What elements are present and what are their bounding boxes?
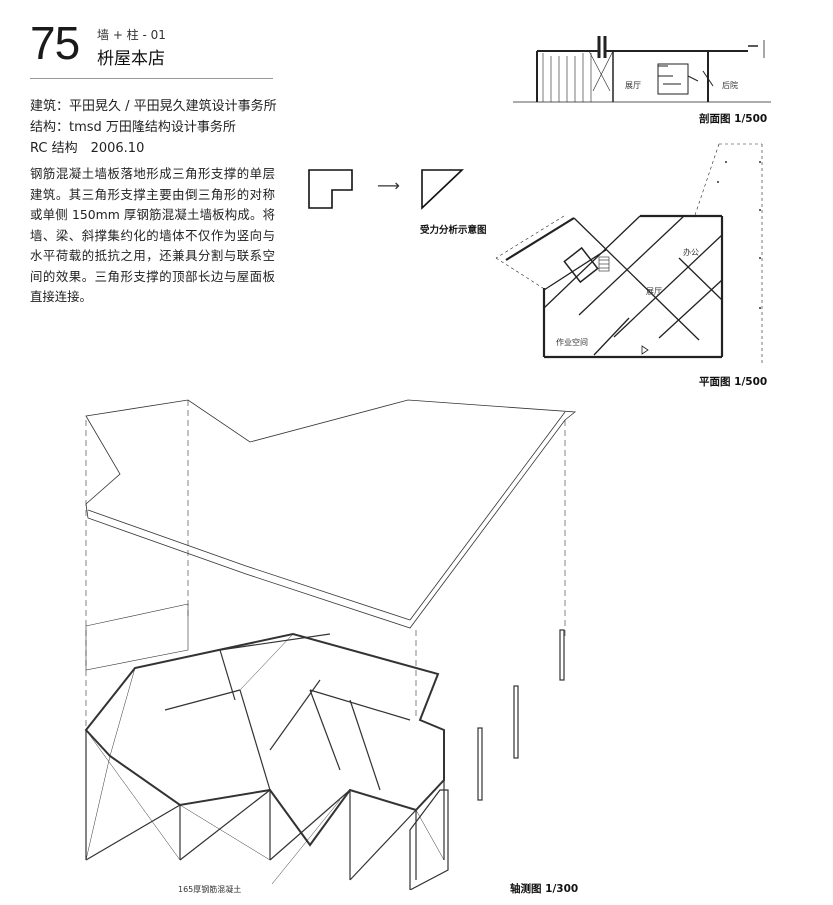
diagram-caption: 受力分析示意图	[420, 225, 487, 236]
diagram-arrow-icon: ⟶	[377, 176, 400, 195]
credit-architect: 建筑：平田晃久 / 平田晃久建筑设计事务所	[30, 99, 277, 114]
page-number: 75	[30, 17, 80, 69]
plan-label-work: 作业空间	[556, 338, 588, 347]
section-drawing	[513, 36, 773, 106]
project-title: 枡屋本店	[97, 49, 165, 69]
axon-callout-label: 165厚钢筋混凝土	[178, 885, 242, 894]
plan-caption: 平面图 1/500	[699, 376, 768, 388]
header-divider	[30, 78, 273, 79]
plan-label-office: 办公	[683, 248, 699, 257]
section-caption: 剖面图 1/500	[699, 113, 768, 125]
credit-structure: 结构：tmsd 万田隆结构设计事务所	[30, 120, 236, 135]
axon-caption: 轴测图 1/300	[510, 883, 579, 895]
credits-block: 建筑：平田晃久 / 平田晃久建筑设计事务所 结构：tmsd 万田隆结构设计事务所…	[30, 96, 277, 159]
category-label: 墙 + 柱 - 01	[97, 28, 166, 42]
plan-label-hall: 展厅	[646, 287, 662, 296]
section-label-yard: 后院	[722, 81, 738, 90]
axonometric-drawing	[80, 390, 580, 890]
plan-drawing	[494, 140, 769, 370]
description-text: 钢筋混凝土墙板落地形成三角形支撑的单层建筑。其三角形支撑主要由倒三角形的对称或单…	[30, 166, 275, 304]
force-diagram	[305, 160, 470, 215]
credit-type-year: RC 结构 2006.10	[30, 141, 145, 156]
section-label-hall: 展厅	[625, 81, 641, 90]
